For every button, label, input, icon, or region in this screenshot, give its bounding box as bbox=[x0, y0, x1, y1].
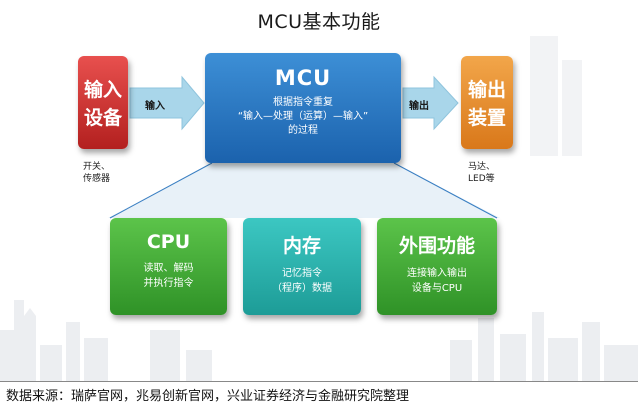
peripheral-label: 外围功能 bbox=[398, 235, 475, 257]
peripheral-desc-line1: 连接输入输出 bbox=[407, 268, 467, 279]
cpu-desc-line2: 并执行指令 bbox=[143, 278, 194, 289]
memory-description: 记忆指令 （程序）数据 bbox=[243, 266, 361, 296]
output-device-note: 马达、 LED等 bbox=[468, 161, 495, 185]
footer-divider bbox=[0, 381, 638, 382]
fan-connector bbox=[108, 163, 500, 218]
peripheral-desc-line2: 设备与CPU bbox=[411, 283, 463, 294]
cpu-label: CPU bbox=[146, 231, 191, 253]
output-device-box: 输出 装置 bbox=[461, 56, 513, 149]
output-device-line2: 装置 bbox=[467, 107, 506, 129]
peripheral-box: 外围功能 连接输入输出 设备与CPU bbox=[377, 218, 497, 315]
cpu-desc-line1: 读取、解码 bbox=[143, 263, 194, 274]
cpu-box: CPU 读取、解码 并执行指令 bbox=[110, 218, 227, 315]
source-note: 数据来源：瑞萨官网，兆易创新官网，兴业证券经济与金融研究院整理 bbox=[6, 389, 410, 404]
cpu-description: 读取、解码 并执行指令 bbox=[110, 261, 227, 291]
mcu-description: 根据指令重复 “输入—处理（运算）—输入” 的过程 bbox=[205, 96, 401, 138]
diagram-title: MCU基本功能 bbox=[257, 11, 381, 33]
output-device-line1: 输出 bbox=[467, 79, 506, 101]
memory-box: 内存 记忆指令 （程序）数据 bbox=[243, 218, 361, 315]
fan-line-right bbox=[393, 162, 498, 219]
memory-desc-line1: 记忆指令 bbox=[282, 268, 322, 279]
input-device-line2: 设备 bbox=[83, 107, 122, 129]
mcu-desc-line2: “输入—处理（运算）—输入” bbox=[237, 111, 369, 122]
mcu-box: MCU 根据指令重复 “输入—处理（运算）—输入” 的过程 bbox=[205, 53, 401, 163]
input-note-line2: 传感器 bbox=[83, 174, 111, 184]
memory-desc-line2: （程序）数据 bbox=[272, 283, 332, 294]
input-device-note: 开关、 传感器 bbox=[83, 161, 110, 185]
output-arrow bbox=[402, 75, 459, 131]
output-arrow-label: 输出 bbox=[409, 101, 429, 112]
input-note-line1: 开关、 bbox=[83, 162, 111, 172]
fan-line-left bbox=[109, 162, 213, 219]
input-arrow-label: 输入 bbox=[145, 101, 165, 112]
input-device-line1: 输入 bbox=[83, 79, 122, 101]
input-arrow bbox=[129, 75, 205, 131]
mcu-label: MCU bbox=[274, 66, 332, 90]
input-device-box: 输入 设备 bbox=[78, 56, 128, 149]
mcu-desc-line1: 根据指令重复 bbox=[273, 97, 333, 108]
mcu-desc-line3: 的过程 bbox=[288, 125, 318, 136]
peripheral-description: 连接输入输出 设备与CPU bbox=[377, 266, 497, 296]
output-note-line2: LED等 bbox=[468, 174, 495, 184]
output-note-line1: 马达、 bbox=[468, 162, 496, 172]
memory-label: 内存 bbox=[282, 235, 321, 257]
